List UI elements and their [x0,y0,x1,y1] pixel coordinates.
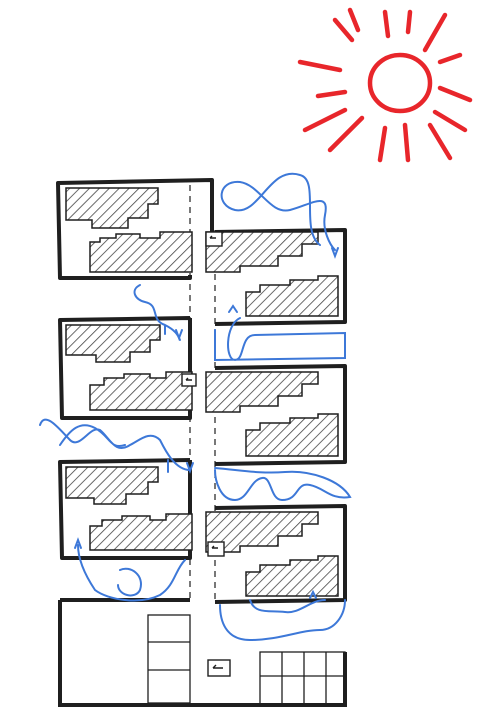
left-hatched-houses [66,188,192,550]
sun-icon [300,10,470,160]
stair-icon [182,232,230,676]
bottom-plaza [60,600,345,705]
right-hatched-houses [206,232,338,596]
